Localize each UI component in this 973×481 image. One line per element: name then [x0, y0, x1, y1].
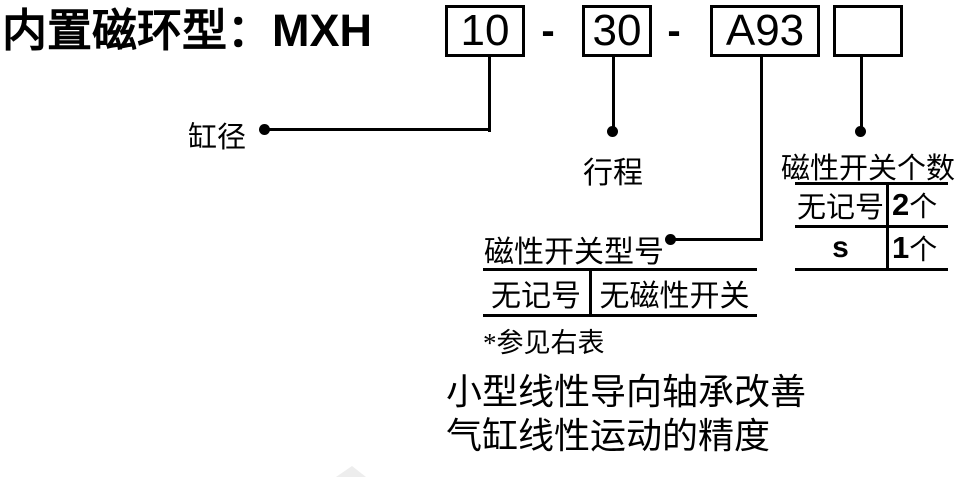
stroke-leader-vertical — [612, 55, 615, 128]
table-row: s 1 个 — [795, 228, 948, 271]
table-row: 无记号 2 个 — [795, 185, 948, 228]
qty-value: 1 — [892, 230, 910, 265]
feature-description-line2: 气缸线性运动的精度 — [446, 416, 771, 456]
qty-unit: 个 — [909, 192, 938, 223]
switch-count-leader-vertical — [860, 55, 863, 128]
switch-model-leader-horizontal — [671, 238, 763, 241]
watermark-wedge — [336, 466, 366, 477]
switch-model-code-cell: 无记号 — [483, 271, 592, 314]
switch-count-code-cell: s — [795, 228, 889, 268]
bore-leader-dot — [259, 124, 270, 135]
switch-count-leader-dot — [855, 126, 866, 137]
switch-model-leader-dot — [665, 234, 676, 245]
switch-model-label: 磁性开关型号 — [484, 236, 664, 269]
switch-model-desc-cell: 无磁性开关 — [599, 279, 750, 313]
code-box-switch-count — [833, 5, 903, 57]
feature-description-line1: 小型线性导向轴承改善 — [446, 372, 807, 412]
switch-count-code-cell: 无记号 — [795, 185, 889, 225]
switch-count-table: 无记号 2 个 s 1 个 — [795, 182, 948, 271]
code-box-bore: 10 — [445, 5, 525, 57]
stroke-label: 行程 — [583, 157, 643, 190]
code-separator-1: - — [541, 8, 555, 53]
table-footnote: *参见右表 — [483, 328, 605, 358]
code-separator-2: - — [667, 8, 681, 53]
page-title: 内置磁环型：MXH — [2, 5, 372, 56]
switch-count-qty-cell: 1 个 — [889, 228, 948, 268]
bore-leader-vertical — [488, 55, 491, 132]
code-s-value: s — [832, 231, 849, 264]
code-box-stroke: 30 — [582, 5, 652, 57]
switch-model-leader-vertical — [760, 55, 763, 241]
qty-unit: 个 — [909, 235, 938, 266]
switch-count-label: 磁性开关个数 — [781, 153, 956, 185]
code-box-switch-model: A93 — [710, 5, 820, 57]
qty-value: 2 — [892, 187, 910, 222]
feature-description: 小型线性导向轴承改善 气缸线性运动的精度 — [446, 370, 806, 458]
bore-label: 缸径 — [188, 122, 247, 154]
bore-leader-horizontal — [266, 128, 491, 131]
switch-model-table: 无记号 无磁性开关 — [483, 268, 757, 317]
stroke-leader-dot — [607, 126, 618, 137]
switch-count-qty-cell: 2 个 — [889, 185, 948, 225]
